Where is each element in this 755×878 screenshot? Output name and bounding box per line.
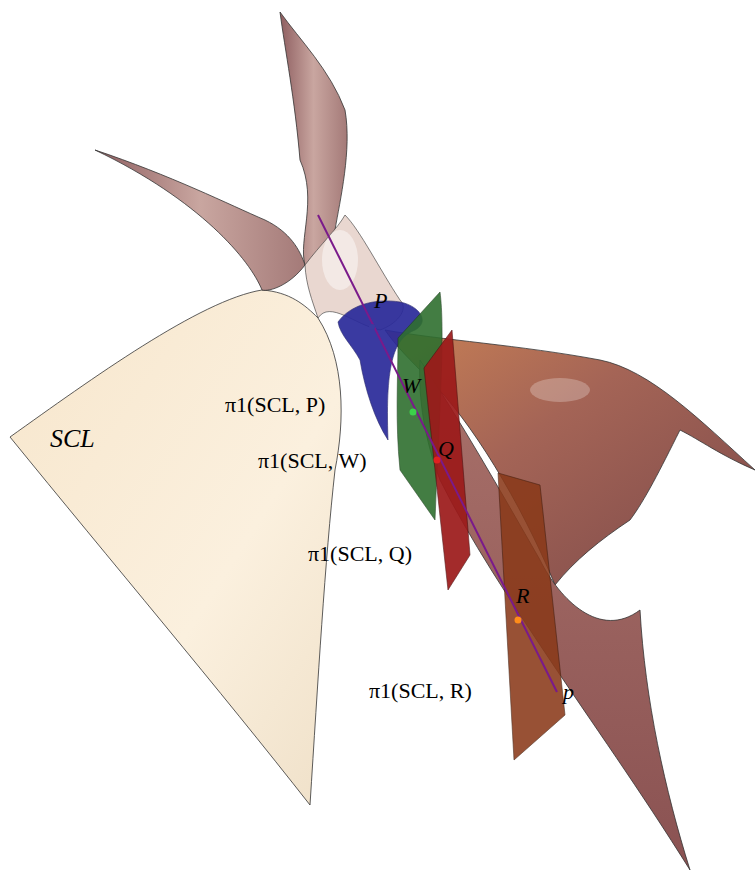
point-label: W: [402, 375, 420, 397]
point-label: R: [516, 585, 529, 607]
point-label: P: [374, 290, 387, 312]
point-label: Q: [438, 438, 454, 460]
line-label: p: [563, 681, 574, 703]
group-label: π1(SCL, Q): [308, 543, 412, 565]
group-label: π1(SCL, P): [225, 394, 325, 416]
group-label: π1(SCL, R): [369, 680, 472, 702]
surface-name: SCL: [50, 426, 95, 452]
group-label: π1(SCL, W): [258, 450, 366, 472]
